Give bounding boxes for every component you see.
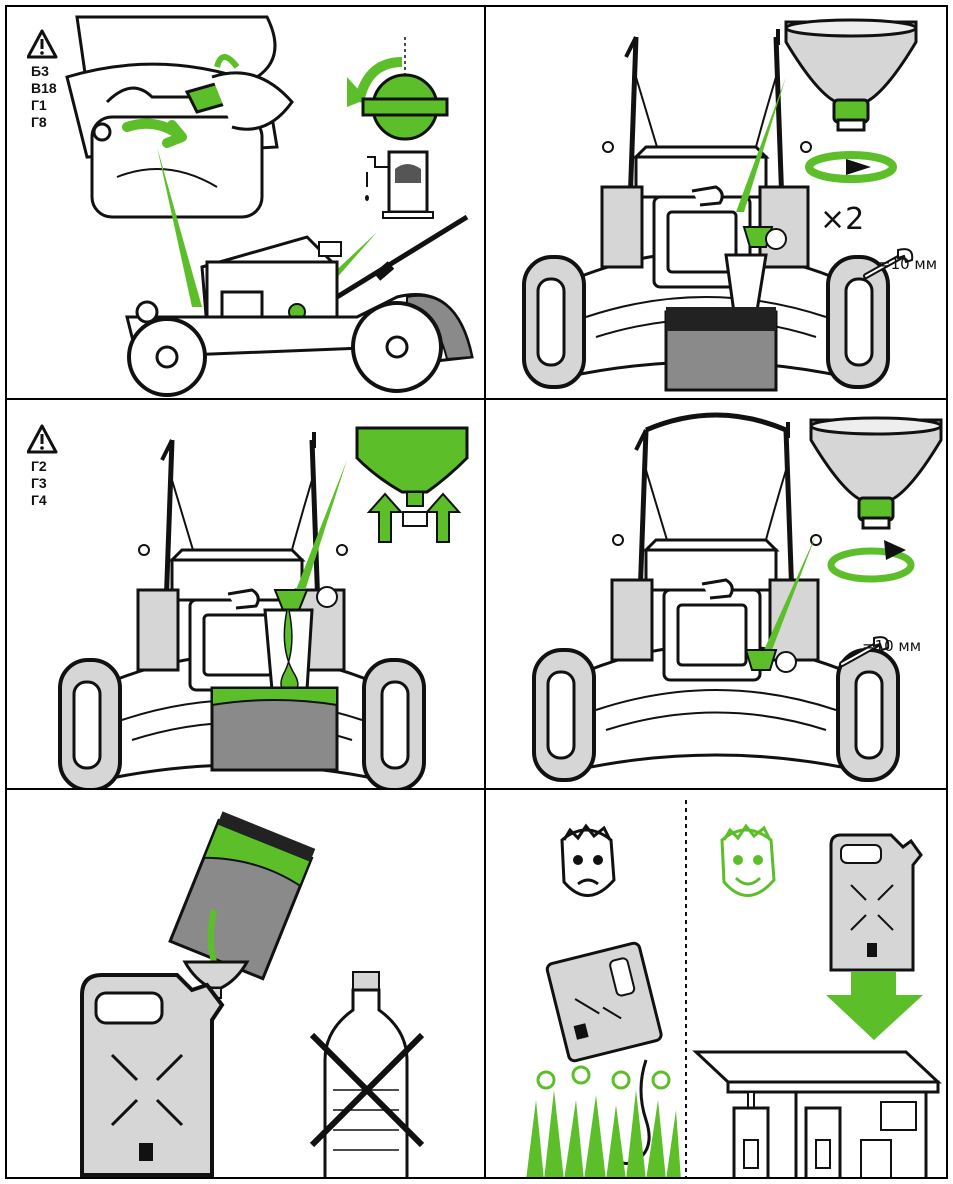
canister-icon — [831, 835, 921, 970]
drain-container-icon — [666, 307, 776, 390]
panel-oil-drained: Г2 Г3 Г4 — [5, 398, 486, 790]
code-item: Г8 — [31, 114, 57, 131]
fuel-pump-icon — [365, 152, 433, 218]
crossed-bottle-icon — [312, 972, 422, 1179]
code-list: Б3 В18 Г1 Г8 — [31, 63, 57, 131]
happy-face-icon — [722, 826, 774, 896]
disposal-scene — [486, 790, 948, 1179]
mower-front-icon — [486, 400, 948, 790]
panel-refit-plug: =10 мм — [484, 398, 948, 790]
panel-fuel-valve: Б3 В18 Г1 Г8 — [5, 5, 486, 400]
down-arrow-icon — [826, 972, 923, 1040]
sad-face-icon — [562, 826, 614, 896]
grass-icon — [526, 1067, 681, 1179]
mower-front-icon — [486, 7, 948, 400]
rotate-arrow-icon — [831, 540, 911, 579]
fuel-canister-icon — [82, 975, 222, 1175]
code-item: Г1 — [31, 97, 57, 114]
mower-side-icon — [7, 7, 486, 400]
warning-triangle-icon — [27, 29, 59, 61]
mower-front-icon — [7, 400, 486, 790]
pour-container-icon — [7, 790, 486, 1179]
drain-container-icon — [212, 688, 337, 770]
funnel-icon — [811, 418, 941, 528]
code-item: Г3 — [31, 475, 47, 492]
wrench-size-label: =10 мм — [862, 637, 921, 655]
canister-on-grass-icon — [546, 942, 662, 1062]
code-item: Б3 — [31, 63, 57, 80]
fuel-valve-icon — [347, 37, 447, 139]
multiplier-label: ×2 — [820, 202, 864, 237]
code-item: В18 — [31, 80, 57, 97]
code-item: Г2 — [31, 458, 47, 475]
code-item: Г4 — [31, 492, 47, 509]
code-list: Г2 Г3 Г4 — [31, 458, 47, 509]
funnel-up-arrows-icon — [357, 428, 467, 542]
wrench-size-label: =10 мм — [878, 255, 937, 273]
gas-station-icon — [696, 1052, 938, 1179]
warning-triangle-icon — [27, 424, 59, 456]
rotate-arrow-icon — [809, 155, 893, 179]
funnel-icon — [786, 20, 916, 130]
panel-drain-oil: ×2 =10 мм — [484, 5, 948, 400]
panel-store-oil — [5, 788, 486, 1179]
panel-dispose-oil — [484, 788, 948, 1179]
